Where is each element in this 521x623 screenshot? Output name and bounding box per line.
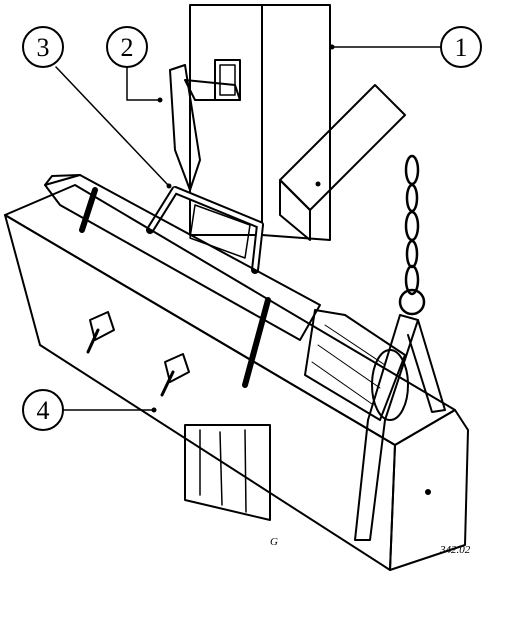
hanging-strap — [354, 314, 446, 541]
callout-2-circle — [106, 26, 148, 68]
signature-initial: G — [270, 536, 278, 548]
signature-code: 342.02 — [439, 544, 471, 556]
handle-loop — [146, 186, 264, 274]
hanging-chain — [398, 154, 426, 316]
callout-1-circle — [440, 26, 482, 68]
lock-cylinder — [304, 309, 409, 421]
callout-4-circle — [22, 389, 64, 431]
callout-2: 2 — [106, 26, 163, 103]
callout-3-circle — [22, 26, 64, 68]
beam-peg-left — [86, 311, 115, 354]
callout-4-label: 4 — [37, 396, 50, 425]
lock-rod — [44, 174, 321, 388]
callout-2-leader — [126, 66, 159, 101]
artist-signature: G 342.02 — [270, 536, 471, 556]
callout-3-leader — [55, 66, 169, 186]
callout-3-label: 3 — [37, 33, 50, 62]
callout-2-label: 2 — [121, 33, 134, 62]
hook-bracket — [169, 59, 241, 191]
callout-1: 1 — [329, 26, 482, 68]
diagonal-brace — [279, 84, 406, 241]
callout-1-label: 1 — [455, 33, 468, 62]
callout-4: 4 — [22, 389, 157, 431]
callout-3: 3 — [22, 26, 172, 189]
beam-peg-right — [160, 353, 190, 397]
